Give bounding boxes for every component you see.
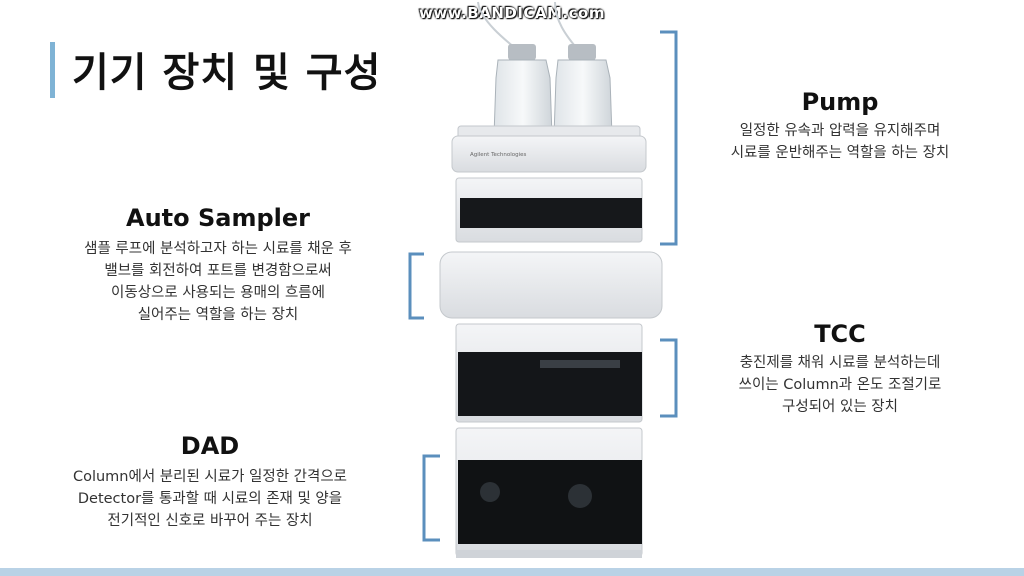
pump-module-top [451, 135, 647, 173]
tcc-column [540, 360, 620, 368]
tcc-description: 충진제를 채워 시료를 분석하는데 쓰이는 Column과 온도 조절기로 구성… [690, 352, 990, 418]
dad-desc-line: 전기적인 신호로 바꾸어 주는 장치 [107, 513, 313, 529]
title-accent-bar [50, 42, 55, 98]
tcc-bracket [660, 338, 678, 418]
dad-desc-line: Detector를 통과할 때 시료의 존재 및 양을 [77, 491, 343, 507]
autosampler-desc-line: 이동상으로 사용되는 용매의 흐름에 [111, 285, 325, 301]
tcc-desc-line: 구성되어 있는 장치 [782, 399, 898, 415]
pump-window [460, 198, 642, 228]
autosampler-desc-line: 밸브를 회전하여 포트를 변경함으로써 [104, 263, 332, 279]
pump-title: Pump [801, 88, 879, 116]
dad-lamp [480, 482, 500, 502]
dad-bracket [422, 454, 440, 542]
autosampler-desc-line: 실어주는 역할을 하는 장치 [137, 307, 299, 323]
tcc-desc-line: 충진제를 채워 시료를 분석하는데 [739, 355, 941, 371]
autosampler-desc-line: 샘플 루프에 분석하고자 하는 시료를 채운 후 [84, 241, 352, 257]
bottom-accent-line [0, 568, 1024, 576]
pump-desc-line: 시료를 운반해주는 역할을 하는 장치 [730, 145, 950, 161]
autosampler-title: Auto Sampler [126, 204, 310, 232]
pump-desc-line: 일정한 유속과 압력을 유지해주며 [739, 123, 941, 139]
dad-window [458, 460, 642, 544]
slide-title: 기기 장치 및 구성 [72, 50, 382, 96]
autosampler-module [439, 251, 663, 319]
tcc-title: TCC [814, 320, 866, 348]
dad-lamp [568, 484, 592, 508]
dad-base [456, 550, 642, 558]
brand-label: Agilent Technologies [470, 152, 527, 158]
solvent-bottle [553, 44, 613, 137]
solvent-bottle [493, 44, 553, 137]
dad-description: Column에서 분리된 시료가 일정한 간격으로 Detector를 통과할 … [30, 466, 390, 532]
tcc-desc-line: 쓰이는 Column과 온도 조절기로 [738, 377, 942, 393]
autosampler-description: 샘플 루프에 분석하고자 하는 시료를 채운 후 밸브를 회전하여 포트를 변경… [38, 238, 398, 326]
autosampler-bracket [408, 252, 424, 320]
dad-desc-line: Column에서 분리된 시료가 일정한 간격으로 [72, 469, 348, 485]
pump-bracket [660, 30, 678, 246]
pump-description: 일정한 유속과 압력을 유지해주며 시료를 운반해주는 역할을 하는 장치 [680, 120, 1000, 164]
dad-title: DAD [180, 432, 240, 460]
